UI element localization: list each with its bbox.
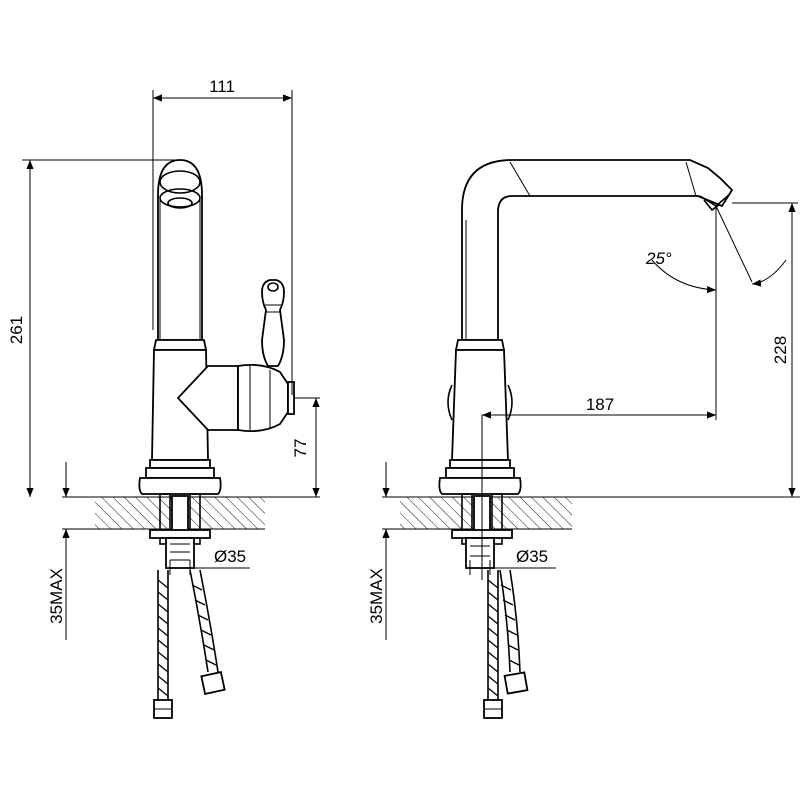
faucet-body-right <box>451 349 509 461</box>
hose-right-a <box>487 570 499 700</box>
lever-handle-left <box>261 279 285 367</box>
dim-height-handle: 77 <box>291 439 310 458</box>
dim-reach: 187 <box>586 395 614 414</box>
hose-left-b <box>189 569 219 673</box>
dim-height-total: 261 <box>7 316 26 344</box>
dim-hole-left: Ø35 <box>214 547 246 566</box>
dim-deck-max-left: 35MAX <box>47 568 66 624</box>
dim-angle: 25° <box>645 249 672 268</box>
side-view-left: 111 261 77 35MAX Ø35 <box>7 77 320 719</box>
dim-deck-max-right: 35MAX <box>367 568 386 624</box>
spout-right <box>461 159 734 341</box>
side-view-right: 187 25° 228 35MAX Ø35 <box>367 159 800 719</box>
dim-height-spout: 228 <box>771 336 790 364</box>
hose-right-b <box>499 569 521 673</box>
dim-hole-right: Ø35 <box>516 547 548 566</box>
spout-column-left <box>157 159 203 341</box>
dim-width-top: 111 <box>209 77 235 96</box>
hose-left-a <box>157 570 169 700</box>
